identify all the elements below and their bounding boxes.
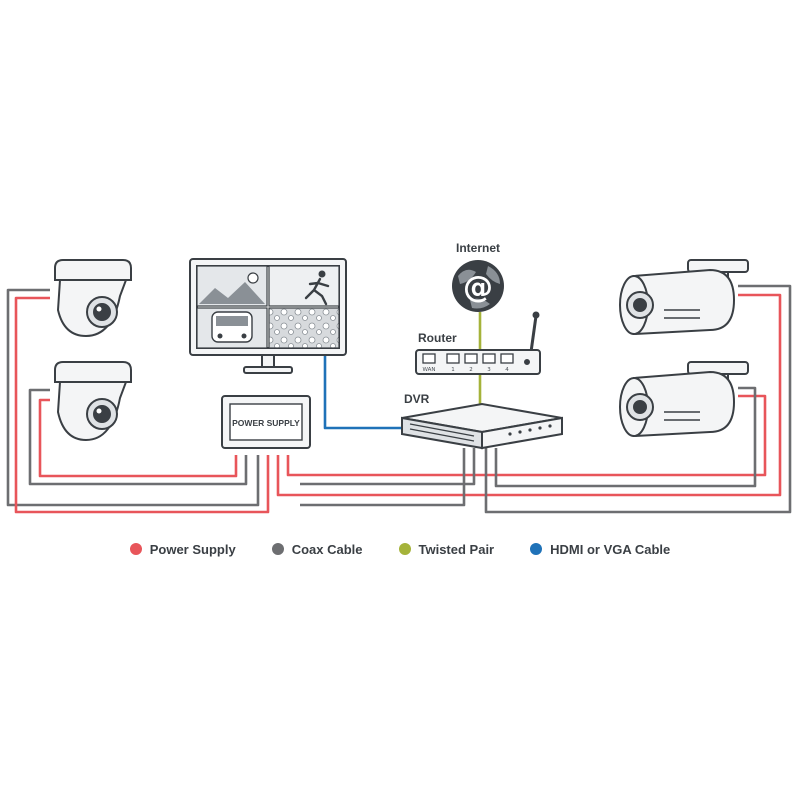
bullet-camera-bottom [619,361,749,438]
coax-cable-bottom-left-camera [28,388,248,486]
router-port-labels: WAN 1 2 3 4 [422,367,509,373]
globe-icon [452,260,504,312]
dome-camera-icon [54,361,132,442]
power-cable-top-right-camera [276,293,782,497]
router-port-label: 3 [487,367,491,373]
globe: @ [452,260,504,312]
router-port-label: 4 [505,367,509,373]
power-supply-box: POWER SUPPLY [221,395,311,449]
coax-cable-bottom-right-camera [494,386,757,488]
router-label: Router [418,331,457,345]
monitor [189,258,347,374]
dvr-icon [401,402,563,450]
router-port-label: 2 [469,367,473,373]
power-supply-icon [221,395,311,449]
dvr-label: DVR [404,392,430,406]
power-cable-top-left-camera [14,296,270,514]
legend-label: Power Supply [149,541,236,557]
monitor-icon [189,258,347,374]
legend-dot-icon [398,543,411,555]
legend-item-coax: Coax Cable [271,536,363,562]
coax-cable-dvr-left-2 [300,448,476,486]
coax-cable-dvr-left [300,448,466,507]
legend-label: HDMI or VGA Cable [550,541,671,557]
bullet-camera-icon [619,361,749,438]
power-cable-bottom-left-camera [38,398,238,478]
at-sign: @ [463,270,493,305]
coax-cable-top-left-camera [6,288,260,507]
router-icon [415,311,541,375]
legend-label: Twisted Pair [418,541,495,557]
legend-label: Coax Cable [291,541,363,557]
router: WAN 1 2 3 4 [415,311,541,375]
legend-dot-icon [530,543,543,555]
legend-item-hdmi: HDMI or VGA Cable [530,536,670,562]
bullet-camera-icon [619,259,749,336]
legend-dot-icon [271,543,284,555]
legend-item-power: Power Supply [129,536,236,562]
dvr [401,402,563,450]
internet-label: Internet [456,241,500,255]
router-port-label: WAN [422,367,435,373]
power-supply-label: POWER SUPPLY [232,418,300,428]
cables [6,284,792,514]
router-port-label: 1 [451,367,455,373]
bullet-camera-top [619,259,749,336]
legend-item-twisted: Twisted Pair [398,536,495,562]
hdmi-cable [323,355,402,430]
dome-camera-icon [54,259,132,338]
legend-dot-icon [129,543,142,555]
coax-cable-top-right-camera [484,284,792,514]
dome-camera-top [54,259,132,338]
legend: Power Supply Coax Cable Twisted Pair HDM… [0,536,800,562]
dome-camera-bottom [54,361,132,442]
